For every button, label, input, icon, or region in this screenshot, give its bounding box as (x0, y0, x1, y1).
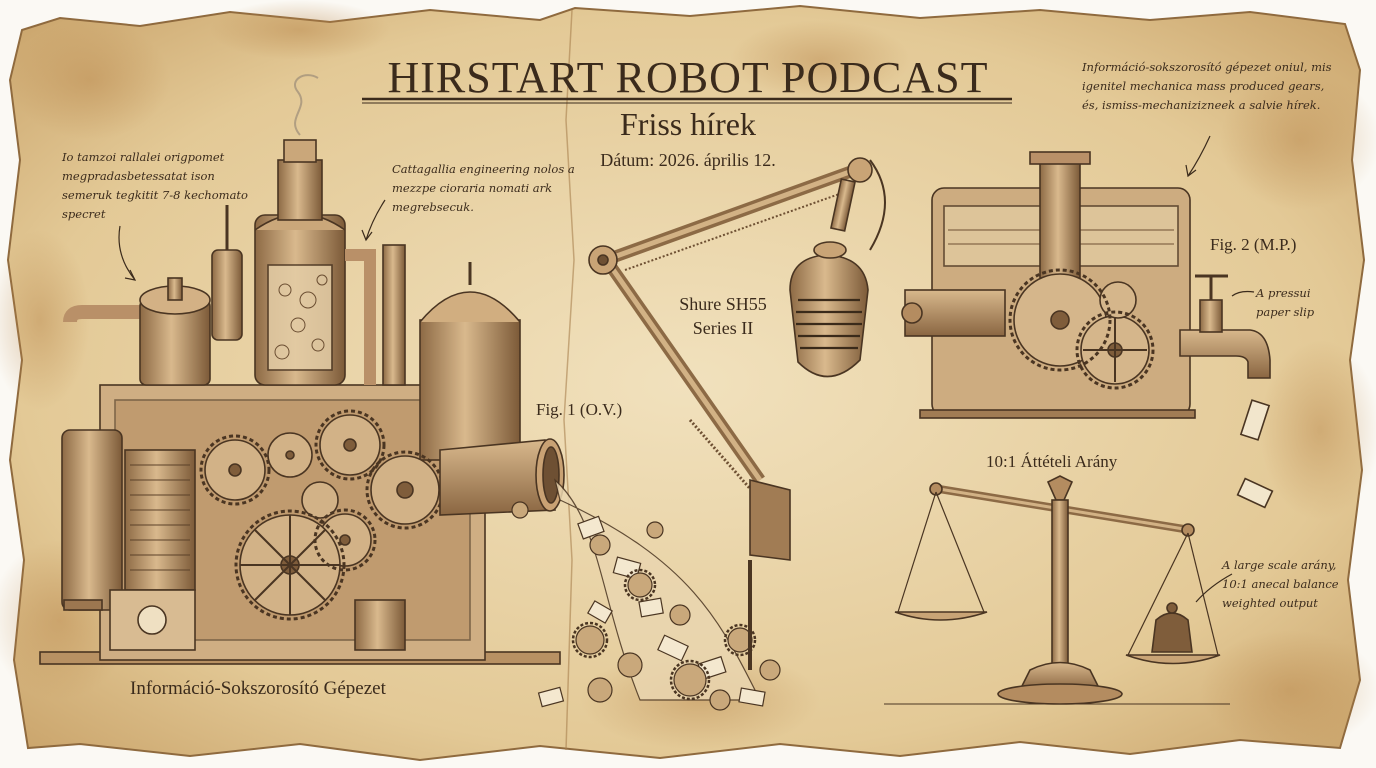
page-title: HIRSTART ROBOT PODCAST (387, 53, 989, 102)
steam-machine-illustration (39, 74, 565, 665)
handwritten-note-balance: A large scale arány, 10:1 anecal balance… (1222, 558, 1339, 610)
handwritten-note-center: Cattagallia engineering nolos a mezzpe c… (392, 162, 575, 214)
balance-scale-illustration (884, 475, 1230, 705)
handwritten-note-left: Io tamzoi rallalei origpomet megpradasbe… (62, 150, 248, 221)
gear-cascade (511, 478, 781, 711)
fig1-label: Fig. 1 (O.V.) (536, 400, 623, 419)
microphone-illustration (588, 157, 886, 670)
note-arrows (118, 135, 1255, 603)
microphone-label: Shure SH55 Series II (679, 294, 767, 338)
handwritten-note-press: A pressui paper slip (1256, 286, 1315, 319)
page-subtitle: Friss hírek (620, 106, 756, 142)
machine-caption: Információ-Sokszorosító Gépezet (130, 678, 386, 699)
fig2-label: Fig. 2 (M.P.) (1210, 235, 1297, 254)
balance-ratio-label: 10:1 Áttételi Arány (986, 452, 1118, 471)
press-machine-illustration (901, 151, 1274, 509)
date-label: Dátum: 2026. április 12. (600, 150, 776, 170)
handwritten-note-top-right: Információ-sokszorosító gépezet oniul, m… (1082, 60, 1332, 112)
